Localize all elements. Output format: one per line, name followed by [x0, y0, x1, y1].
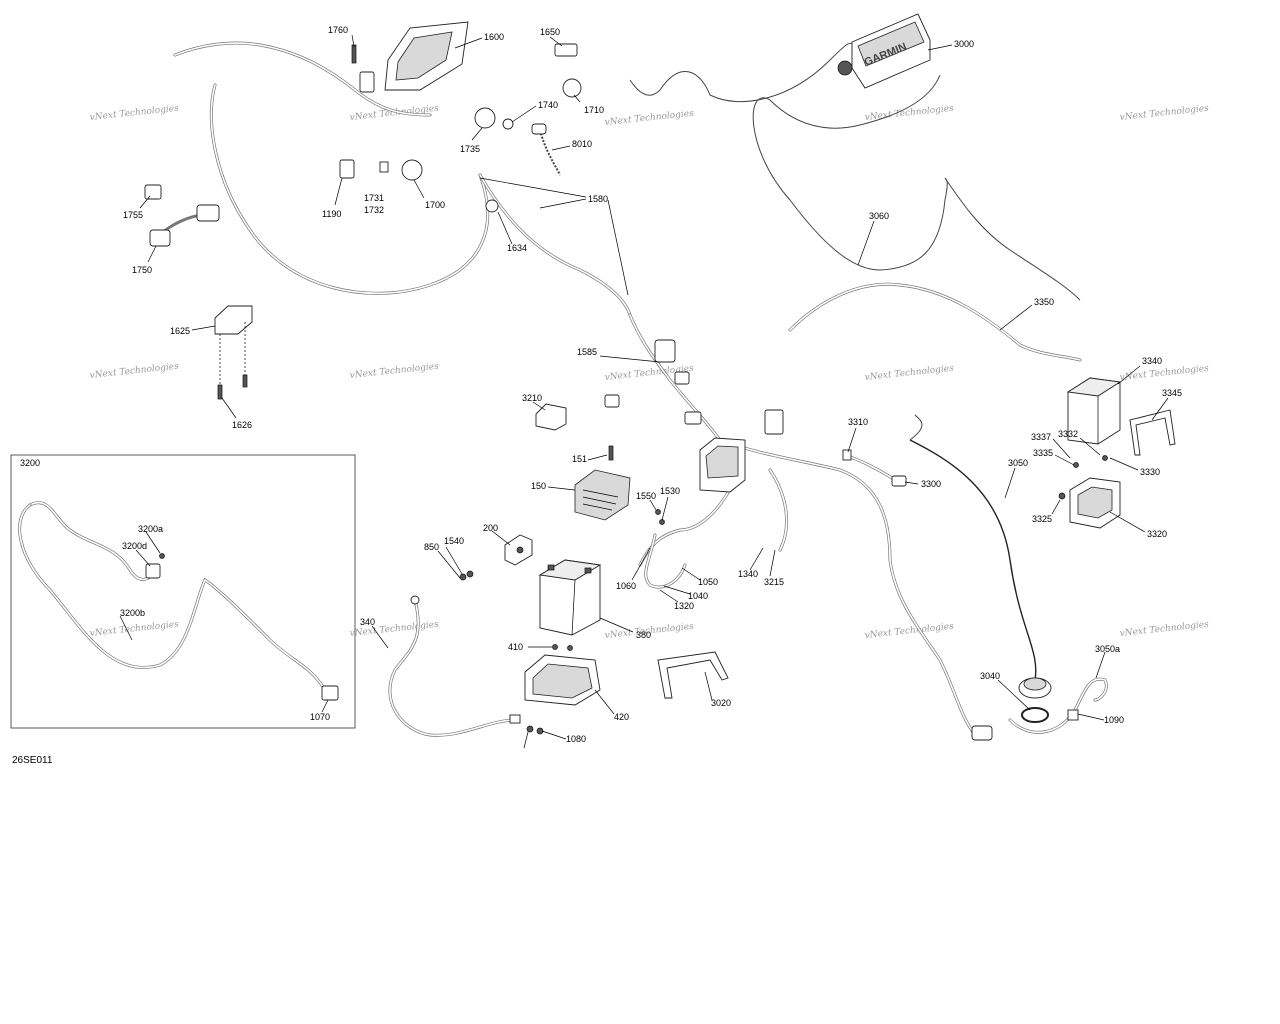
callout-label: 1040 [688, 591, 708, 601]
callout-label: 3060 [869, 211, 889, 221]
callout-label: 3325 [1032, 514, 1052, 524]
watermark: vNext Technologies [89, 362, 179, 381]
callout-label: 1585 [577, 347, 597, 357]
callout-label: 151 [572, 454, 587, 464]
callout-label: 420 [614, 712, 629, 722]
watermark: vNext Technologies [89, 620, 179, 639]
callout-label: 1626 [232, 420, 252, 430]
watermark: vNext Technologies [864, 364, 954, 383]
callout-label: 3200a [138, 524, 163, 534]
watermark: vNext Technologies [349, 362, 439, 381]
callout-label: 1080 [566, 734, 586, 744]
callout-label: 1190 [322, 209, 341, 219]
callout-label: 1760 [328, 25, 348, 35]
callout-label: 3200d [122, 541, 147, 551]
gauge-cluster-part [384, 21, 469, 91]
watermark: vNext Technologies [864, 622, 954, 641]
callout-label: 1650 [540, 27, 560, 37]
callout-label: 3332 [1058, 429, 1078, 439]
callout-label: 3050 [1008, 458, 1028, 468]
callout-label: 8010 [572, 139, 592, 149]
callout-label: 3020 [711, 698, 731, 708]
callout-label: 1320 [674, 601, 694, 611]
callout-label: 1710 [584, 105, 604, 115]
callout-label: 1731 [364, 193, 384, 203]
module-1625-part [214, 305, 253, 400]
regulator-part [574, 469, 631, 521]
callout-label: 3210 [522, 393, 542, 403]
diagram-code: 26SE011 [12, 755, 53, 766]
battery-3340-part [1066, 377, 1122, 445]
gps-display-part: GARMIN [837, 13, 931, 89]
callout-label: 340 [360, 617, 375, 627]
battery-tray-410-part [524, 654, 601, 706]
callout-label: 380 [636, 630, 651, 640]
callout-label: 200 [483, 523, 498, 533]
screw-part [351, 44, 357, 64]
watermark: vNext Technologies [1119, 104, 1209, 123]
callout-label: 3300 [921, 479, 941, 489]
battery-340-part [538, 559, 602, 636]
fuse-box-part [699, 437, 746, 493]
callout-label: 3345 [1162, 388, 1182, 398]
inset-label: 3200 [20, 458, 40, 468]
callout-label: 3200b [120, 608, 145, 618]
parts: GARMIN [144, 13, 1176, 741]
callout-label: 1700 [425, 200, 445, 210]
callout-label: 1600 [484, 32, 504, 42]
callout-label: 3310 [848, 417, 868, 427]
callout-label: 3215 [764, 577, 784, 587]
callout-label: 1530 [660, 486, 680, 496]
callout-label: 3335 [1033, 448, 1053, 458]
inset-3200: 3200 [10, 454, 356, 729]
solenoid-part [504, 534, 533, 566]
callout-label: 1060 [616, 581, 636, 591]
callout-label: 1750 [132, 265, 152, 275]
callout-label: 3340 [1142, 356, 1162, 366]
watermark: vNext Technologies [89, 104, 179, 123]
callout-label: 1090 [1104, 715, 1124, 725]
callout-label: 1735 [460, 144, 480, 154]
leader-lines [119, 34, 1169, 749]
callout-label: 3330 [1140, 467, 1160, 477]
callout-label: 1050 [698, 577, 718, 587]
callout-label: 1732 [364, 205, 384, 215]
callout-label: 3337 [1031, 432, 1051, 442]
main-harness [173, 41, 1108, 737]
watermark: vNext Technologies [604, 109, 694, 128]
callout-label: 1550 [636, 491, 656, 501]
battery-tray-3320-part [1069, 477, 1121, 529]
callout-label: 3040 [980, 671, 1000, 681]
callout-labels: 1760 1600 1650 1740 1710 1735 8010 1731 … [120, 25, 1182, 744]
callout-label: 1540 [444, 536, 464, 546]
callout-label: 1755 [123, 210, 143, 220]
callout-label: 3000 [954, 39, 974, 49]
power-socket-part [1018, 677, 1052, 723]
watermark: vNext Technologies [349, 104, 439, 123]
callout-label: 1340 [738, 569, 758, 579]
callout-label: 410 [508, 642, 523, 652]
callout-label: 1070 [310, 712, 330, 722]
strap-420-part [657, 651, 729, 699]
watermark: vNext Technologies [1119, 364, 1209, 383]
watermark: vNext Technologies [1119, 620, 1209, 639]
callout-label: 3050a [1095, 644, 1120, 654]
callout-label: 150 [531, 481, 546, 491]
callout-label: 1740 [538, 100, 558, 110]
callout-label: 850 [424, 542, 439, 552]
callout-label: 3320 [1147, 529, 1167, 539]
callout-label: 1625 [170, 326, 190, 336]
callout-label: 1580 [588, 194, 608, 204]
callout-label: 3350 [1034, 297, 1054, 307]
callout-label: 1634 [507, 243, 527, 253]
